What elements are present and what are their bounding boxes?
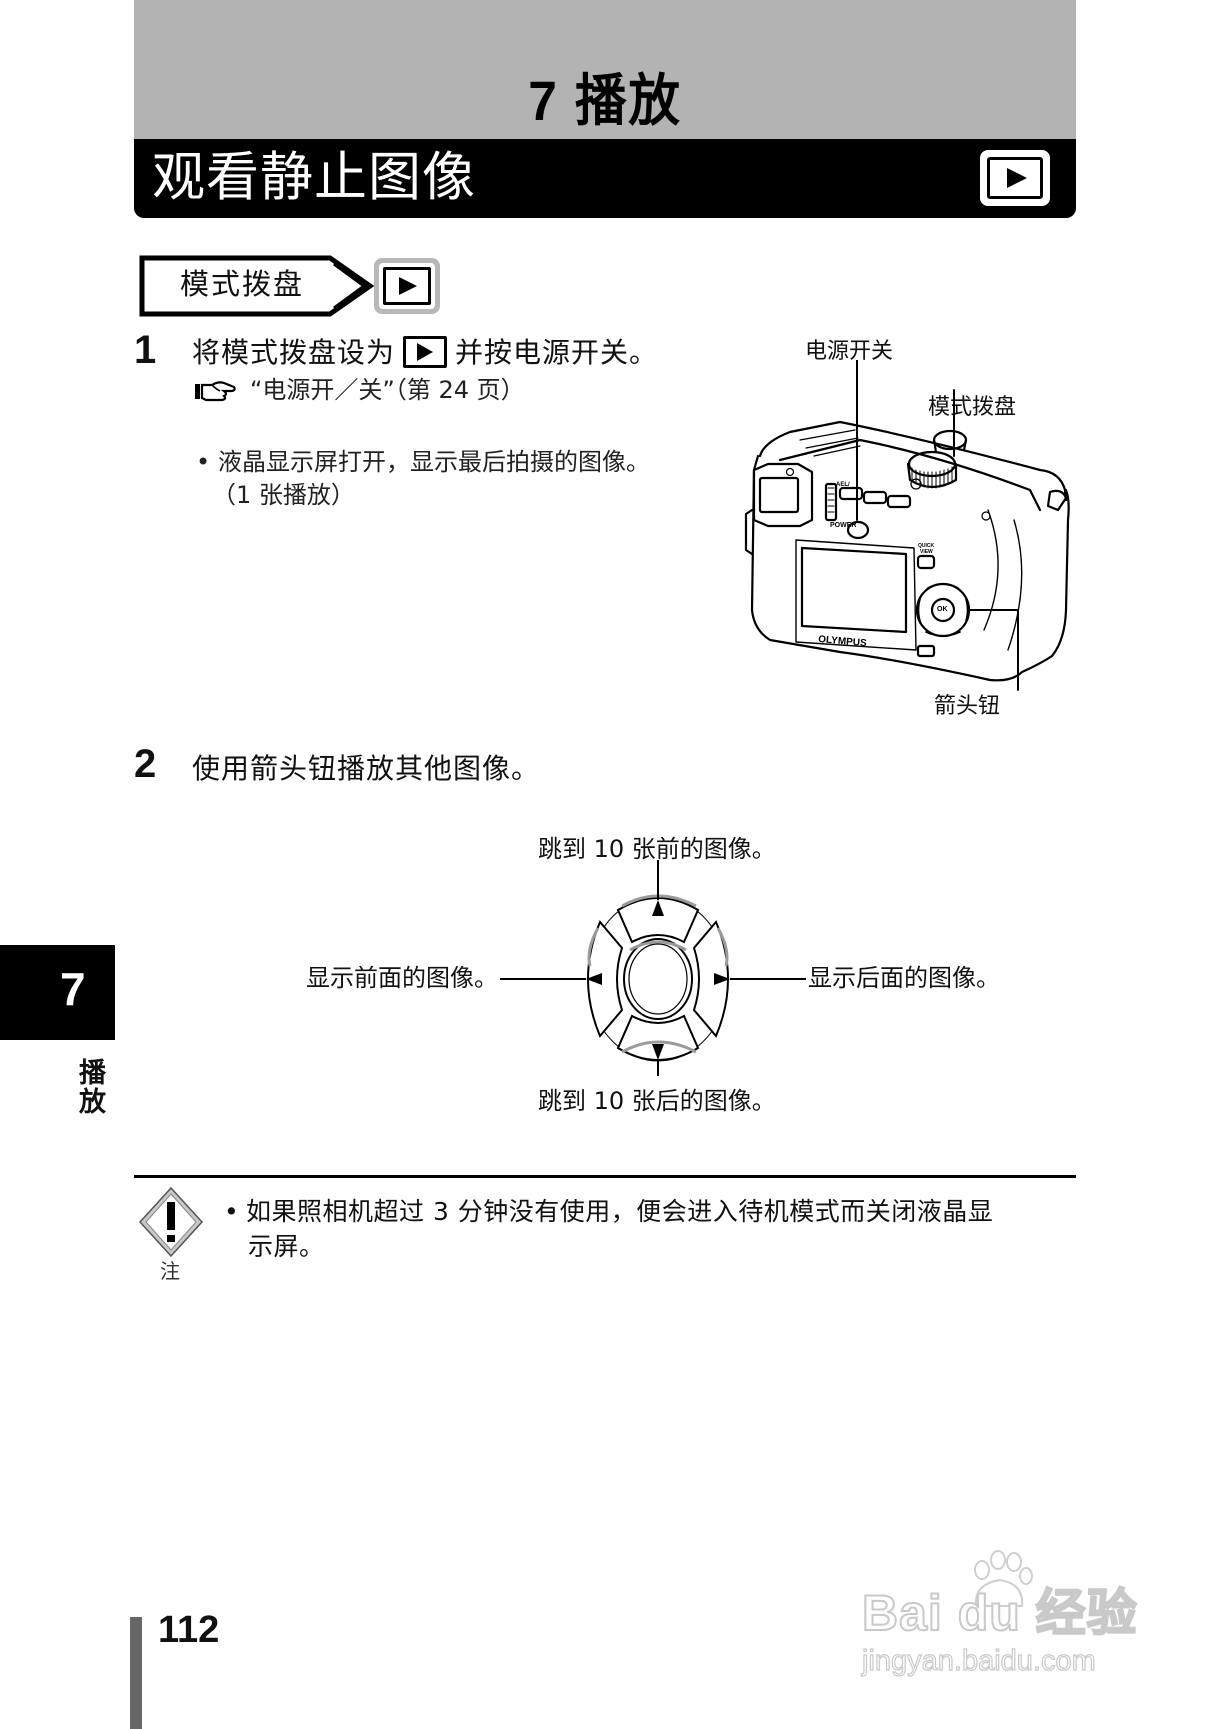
- baidu-paw-icon: [974, 1550, 1033, 1607]
- callout-power-switch: 电源开关: [805, 339, 894, 364]
- step-1-text-a: 将模式拨盘设为: [192, 336, 396, 369]
- pointing-hand-icon: [195, 381, 236, 402]
- chapter-side-tab[interactable]: [0, 945, 115, 1040]
- page-reference-text: “电源开／关”（第 24 页）: [250, 376, 525, 404]
- camera-illustration: POWER AEL/ QUICK VIEW OK OLYMPUS: [744, 360, 1070, 691]
- playback-mode-icon: [374, 258, 440, 314]
- brand-logo: OLYMPUS: [818, 634, 868, 649]
- watermark-logo-text: Bai du 经验: [861, 1584, 1138, 1642]
- section-divider: [134, 1175, 1076, 1178]
- step-1-bullet: •液晶显示屏打开，显示最后拍摄的图像。: [196, 446, 650, 479]
- note-line-1: 如果照相机超过 3 分钟没有使用，便会进入待机模式而关闭液晶显: [246, 1197, 994, 1226]
- bullet-dot: •: [224, 1197, 240, 1226]
- step-1-bullet-line-2: （1 张播放）: [212, 481, 355, 509]
- callout-arrow-pad: 箭头钮: [934, 694, 1001, 719]
- arrow-up-caption: 跳到 10 张前的图像。: [538, 835, 776, 863]
- playback-icon: [403, 336, 448, 368]
- view-label: VIEW: [920, 549, 933, 555]
- mode-dial-tag-shape: [139, 255, 375, 317]
- chapter-side-tab-label: 播放: [74, 1058, 105, 1116]
- arrow-right-caption: 显示后面的图像。: [808, 964, 1000, 992]
- step-1-instruction: 将模式拨盘设为 并按电源开关。: [192, 333, 658, 373]
- arrow-down-icon: [652, 1044, 664, 1060]
- bullet-dot: •: [196, 448, 211, 476]
- page-margin-bar: [130, 1617, 142, 1729]
- note-line-2: 示屏。: [248, 1232, 325, 1261]
- step-2-instruction: 使用箭头钮播放其他图像。: [192, 752, 541, 785]
- section-title-bar: [134, 139, 1076, 218]
- callout-mode-dial: 模式拨盘: [928, 395, 1017, 420]
- arrow-down-button: [616, 1014, 700, 1061]
- quick-label: QUICK: [918, 543, 935, 549]
- section-title: 观看静止图像: [152, 147, 476, 208]
- arrow-pad-diagram: [500, 860, 806, 1076]
- arrow-left-caption: 显示前面的图像。: [306, 964, 498, 992]
- ok-button: [623, 938, 693, 1020]
- step-1-number: 1: [134, 328, 157, 372]
- arrow-left-icon: [586, 973, 602, 985]
- chapter-title: 7 播放: [528, 69, 682, 132]
- playback-icon: [980, 150, 1050, 206]
- mode-dial-tag-label: 模式拨盘: [180, 267, 305, 301]
- arrow-down-caption: 跳到 10 张后的图像。: [538, 1087, 776, 1115]
- arrow-up-icon: [652, 900, 664, 916]
- step-1-text-b: 并按电源开关。: [455, 336, 659, 369]
- step-2-number: 2: [134, 742, 157, 786]
- step-1-bullet-line-1: 液晶显示屏打开，显示最后拍摄的图像。: [218, 448, 650, 476]
- arrow-up-button: [616, 897, 700, 944]
- ok-label: OK: [937, 606, 948, 613]
- ael-label: AEL/: [836, 482, 850, 488]
- warning-icon: [138, 1186, 204, 1258]
- page-reference: “电源开／关”（第 24 页）: [194, 373, 525, 407]
- note-label: 注: [160, 1259, 180, 1283]
- note-text-line-1: •如果照相机超过 3 分钟没有使用，便会进入待机模式而关闭液晶显: [224, 1194, 993, 1230]
- watermark-url: jingyan.baidu.com: [861, 1644, 1096, 1677]
- page-number: 112: [158, 1609, 220, 1651]
- arrow-glyphs: [586, 900, 730, 1060]
- power-label: POWER: [830, 522, 856, 529]
- chapter-side-tab-number: 7: [60, 963, 86, 1015]
- arrow-right-icon: [714, 973, 730, 985]
- chapter-header-band: [134, 0, 1076, 140]
